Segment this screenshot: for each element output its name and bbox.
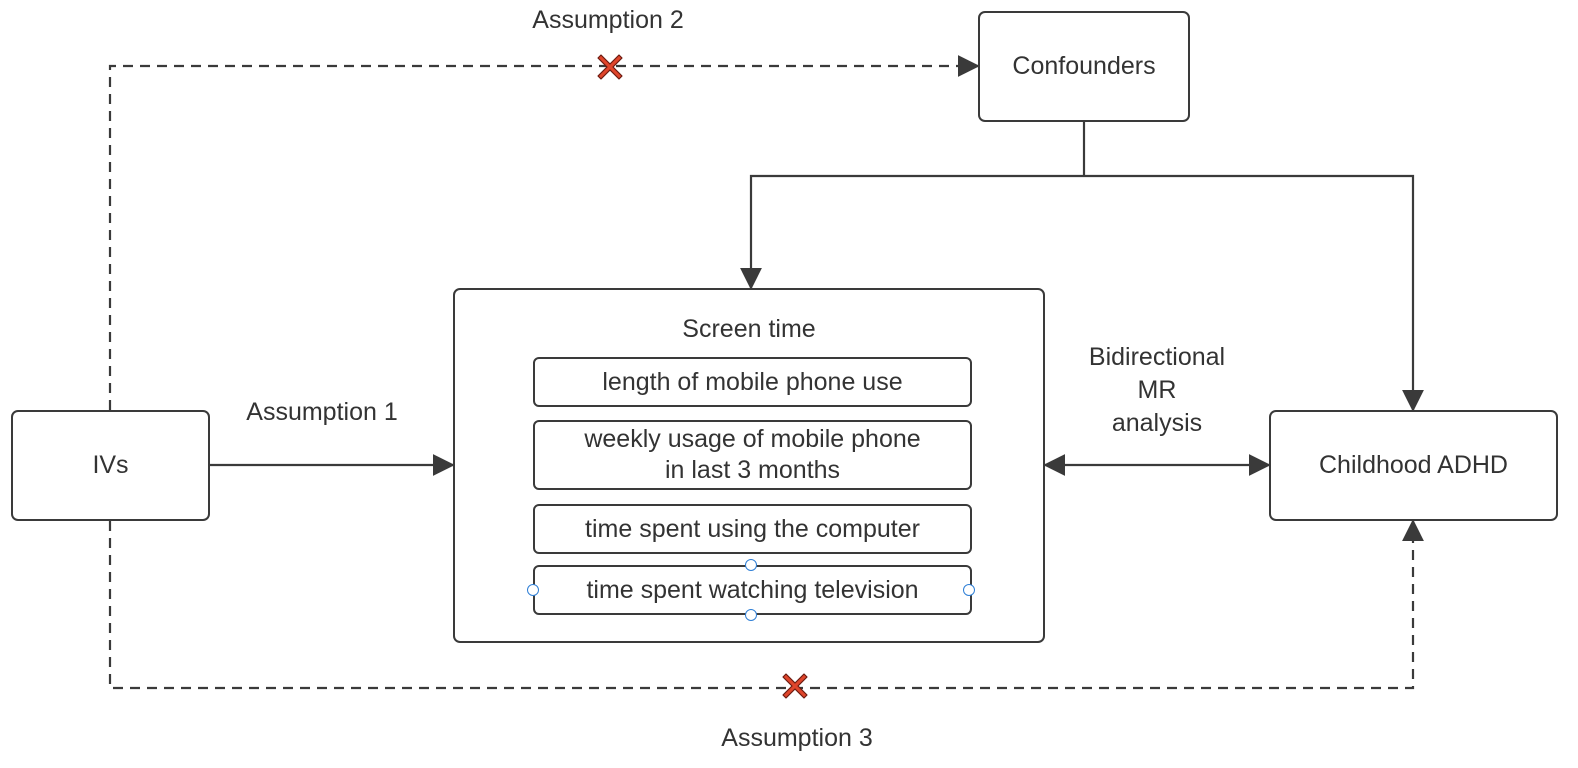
- exposure-item-text: time spent using the computer: [585, 514, 920, 543]
- selection-handle-right[interactable]: [963, 584, 975, 596]
- exposure-item-text: weekly usage of mobile phone: [584, 425, 921, 453]
- screen-time-title: Screen time: [682, 315, 816, 343]
- label-bidirectional-line3: analysis: [1111, 409, 1203, 437]
- cross-icon: [597, 54, 623, 80]
- selection-handle-top[interactable]: [745, 559, 757, 571]
- arrow-confounders-to-screen-time: [740, 174, 1084, 290]
- label-assumption-2: Assumption 2: [532, 6, 684, 34]
- node-confounders-label: Confounders: [1012, 52, 1156, 80]
- label-assumption-3: Assumption 3: [721, 724, 873, 752]
- exposure-item-text: time spent watching television: [586, 575, 919, 604]
- node-confounders[interactable]: Confounders: [978, 11, 1190, 122]
- arrow-confounders-to-adhd: [1084, 174, 1424, 412]
- label-assumption-1: Assumption 1: [246, 398, 398, 426]
- exposure-item-text: length of mobile phone use: [602, 367, 903, 396]
- label-bidirectional-line1: Bidirectional: [1088, 343, 1226, 371]
- node-ivs[interactable]: IVs: [11, 410, 210, 521]
- dashed-arrow-ivs-to-confounders: [108, 55, 980, 410]
- selection-handle-left[interactable]: [527, 584, 539, 596]
- dashed-arrow-ivs-to-adhd: [108, 519, 1424, 690]
- node-childhood-adhd[interactable]: Childhood ADHD: [1269, 410, 1558, 521]
- label-bidirectional-line2: MR: [1137, 376, 1177, 404]
- exposure-item-text-line2: in last 3 months: [664, 456, 841, 484]
- cross-icon: [782, 673, 808, 699]
- node-ivs-label: IVs: [92, 451, 129, 479]
- exposure-item-weekly-mobile-usage[interactable]: weekly usage of mobile phone in last 3 m…: [533, 420, 972, 490]
- node-childhood-adhd-label: Childhood ADHD: [1319, 451, 1508, 479]
- exposure-item-mobile-phone-length[interactable]: length of mobile phone use: [533, 357, 972, 407]
- exposure-item-television-time[interactable]: time spent watching television: [533, 565, 972, 615]
- exposure-item-computer-time[interactable]: time spent using the computer: [533, 504, 972, 554]
- label-bidirectional-mr-analysis: Bidirectional MR analysis: [1057, 341, 1257, 440]
- selection-handle-bottom[interactable]: [745, 609, 757, 621]
